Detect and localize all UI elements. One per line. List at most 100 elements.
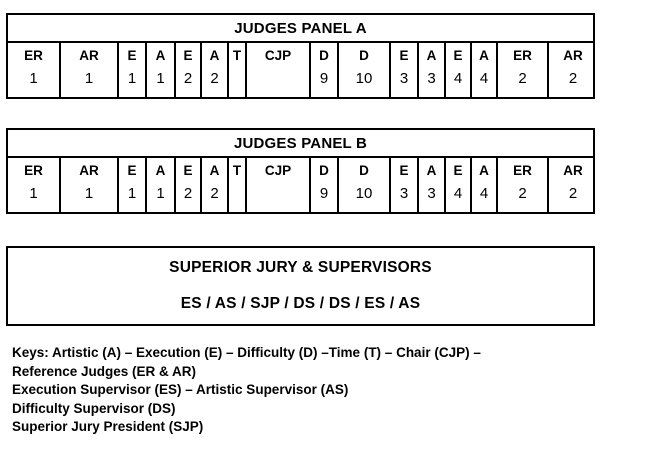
judge-seat-number: 3 (399, 185, 409, 202)
judge-role-code: A (209, 48, 220, 63)
judge-seat-number: 3 (427, 70, 436, 87)
superior-jury-members: ES / AS / SJP / DS / DS / ES / AS (180, 295, 421, 312)
judge-seat-number: 1 (156, 185, 165, 202)
judge-role-code: AR (563, 163, 583, 178)
judge-column: D 10 (337, 158, 389, 212)
panel-a-title: JUDGES PANEL A (8, 15, 593, 43)
judge-column: CJP (245, 158, 309, 212)
keys-line: Reference Judges (ER & AR) (12, 363, 197, 379)
judge-role-code: E (183, 48, 193, 63)
judge-seat-number: 3 (399, 70, 409, 87)
judge-role-code: E (127, 163, 137, 178)
judge-role-code: D (319, 163, 329, 178)
judge-seat-number: 2 (568, 70, 578, 87)
judge-role-code: E (453, 48, 463, 63)
judge-seat-number: 4 (479, 185, 489, 202)
judge-seat-number: 4 (479, 70, 489, 87)
judge-column: D 10 (337, 43, 389, 97)
judge-role-code: T (232, 163, 242, 178)
superior-jury-box: SUPERIOR JURY & SUPERVISORS ES / AS / SJ… (6, 246, 595, 326)
judge-column: T (227, 158, 245, 212)
judge-seat-number: 1 (127, 70, 137, 87)
judge-column: ER 2 (496, 43, 547, 97)
judge-seat-number: 4 (453, 70, 463, 87)
judge-role-code: A (479, 48, 489, 63)
judge-seat-number: 3 (427, 185, 436, 202)
judge-seat-number: 2 (518, 70, 527, 87)
judge-role-code: E (399, 163, 409, 178)
judge-role-code: E (399, 48, 409, 63)
keys-legend: Keys: Artistic (A) – Execution (E) – Dif… (12, 344, 652, 437)
judge-role-code: A (209, 163, 220, 178)
judge-role-code: D (359, 48, 369, 63)
judge-role-code: AR (79, 163, 99, 178)
keys-line: Superior Jury President (SJP) (12, 419, 204, 434)
judge-seat-number: 2 (183, 185, 193, 202)
judge-seat-number: 10 (355, 70, 373, 87)
judge-seat-number: 1 (156, 70, 165, 87)
judge-role-code: D (319, 48, 329, 63)
panel-b-title: JUDGES PANEL B (8, 130, 593, 158)
judge-seat-number: 1 (127, 185, 137, 202)
keys-line: Execution Supervisor (ES) – Artistic Sup… (12, 382, 349, 397)
judge-seat-number: 2 (568, 185, 578, 202)
judge-role-code: E (453, 163, 463, 178)
judge-seat-number: 2 (518, 185, 527, 202)
judge-column: AR 2 (547, 158, 597, 212)
judge-seat-number: 2 (210, 70, 219, 87)
judge-role-code: ER (24, 163, 43, 178)
judge-role-code: A (155, 163, 166, 178)
judge-role-code: CJP (264, 48, 292, 63)
judge-column: CJP (245, 43, 309, 97)
judge-seat-number: 1 (84, 185, 94, 202)
judge-role-code: A (479, 163, 489, 178)
judge-seat-number: 1 (29, 70, 38, 87)
judge-role-code: ER (513, 163, 532, 178)
judge-column: ER 1 (8, 158, 59, 212)
judge-role-code: CJP (264, 163, 292, 178)
judge-role-code: A (426, 48, 437, 63)
judge-role-code: E (127, 48, 137, 63)
judge-seat-number: 4 (453, 185, 463, 202)
keys-line: Difficulty Supervisor (DS) (12, 400, 176, 416)
judge-role-code: A (155, 48, 166, 63)
judge-seat-number: 2 (183, 70, 193, 87)
judge-seat-number: 1 (29, 185, 38, 202)
judge-seat-number: 9 (319, 70, 329, 87)
judge-seat-number: 1 (84, 70, 94, 87)
judge-column: T (227, 43, 245, 97)
judge-role-code: T (232, 48, 242, 63)
judge-role-code: E (183, 163, 193, 178)
judge-column: ER 2 (496, 158, 547, 212)
judge-seat-number: 2 (210, 185, 219, 202)
judge-seat-number: 9 (319, 185, 329, 202)
judge-role-code: ER (24, 48, 43, 63)
judge-role-code: D (359, 163, 369, 178)
judge-seat-number: 10 (355, 185, 373, 202)
judge-role-code: A (426, 163, 437, 178)
keys-line: Keys: Artistic (A) – Execution (E) – Dif… (12, 345, 481, 360)
judge-role-code: ER (513, 48, 532, 63)
judge-column: AR 1 (59, 158, 117, 212)
